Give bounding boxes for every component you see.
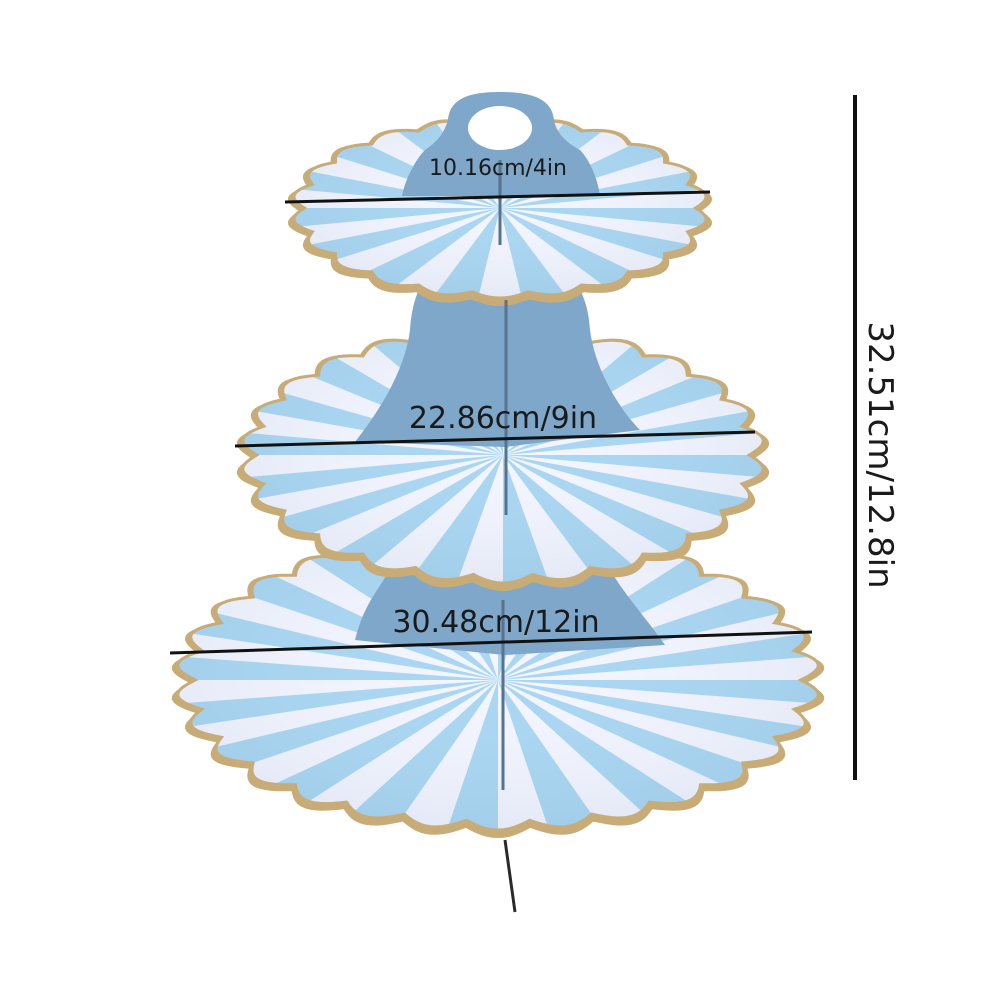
top-tier-dimension-label: 10.16cm/4in [429, 156, 567, 181]
bottom-tier-plate [171, 528, 825, 838]
top-handle-support [402, 92, 600, 196]
support-bell-middle [355, 270, 640, 447]
middle-tier-measure-line [234, 430, 756, 448]
stand-rod-bottom [503, 839, 517, 913]
middle-tier-dimension-label: 22.86cm/9in [409, 401, 597, 436]
top-tier-measure-line [284, 190, 711, 204]
bottom-tier-measure-line [169, 630, 813, 655]
bottom-tier-dimension-label: 30.48cm/12in [392, 605, 599, 640]
tier-middle-rim-outline [241, 325, 765, 585]
tier-top-rim-outline [292, 116, 708, 300]
height-dimension-label: 32.51cm/12.8in [860, 321, 900, 588]
